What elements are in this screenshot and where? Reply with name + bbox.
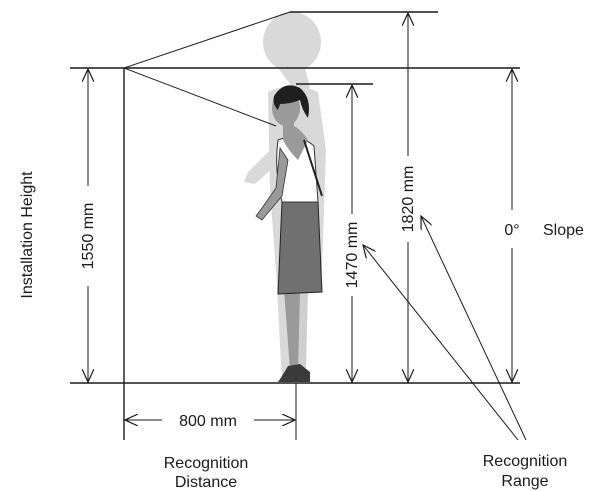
recognition-range-line1: Recognition [483,453,568,470]
installation-height-label: Installation Height [19,171,36,299]
range-pointer-1820 [421,216,527,441]
slope-angle-label: 0° [504,222,519,239]
slope-label: Slope [543,222,584,239]
recognition-distance-line2: Distance [175,474,237,491]
height-1820-label: 1820 mm [400,166,417,233]
recognition-range-line2: Range [501,473,548,490]
range-pointer-1470 [363,245,519,441]
height-1470-label: 1470 mm [344,222,361,289]
recognition-distance-line1: Recognition [164,455,249,472]
height-1550-label: 1550 mm [80,203,97,270]
distance-value-label: 800 mm [179,413,237,430]
fov-lower-line [123,67,277,127]
fov-upper-line [123,11,291,69]
woman-figure [255,85,323,382]
